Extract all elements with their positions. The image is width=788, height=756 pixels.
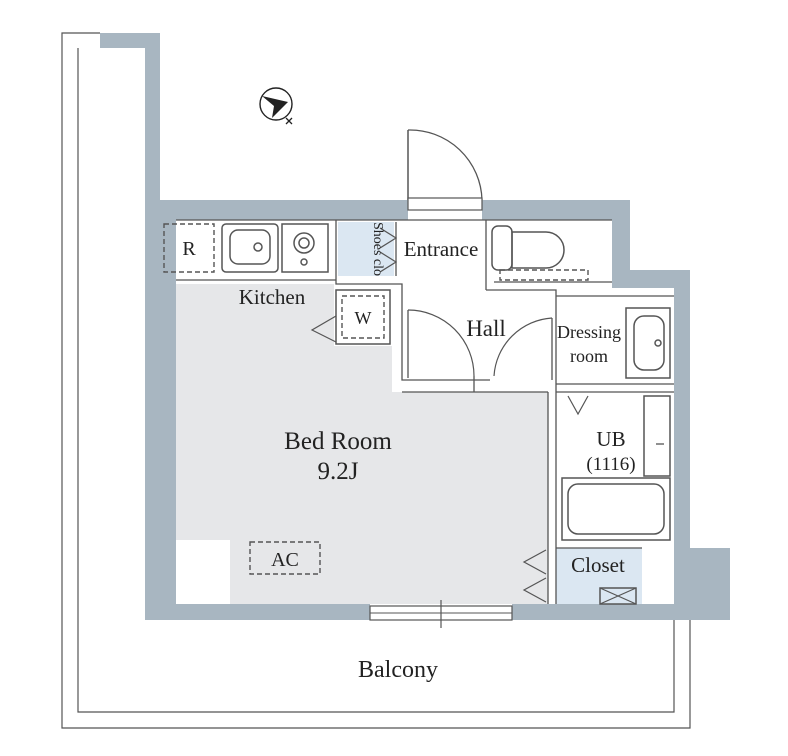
bathtub-icon xyxy=(561,395,671,541)
bedroom-floor xyxy=(176,284,548,604)
partitions xyxy=(176,219,674,604)
balcony-outline xyxy=(61,32,691,729)
shoes-closet-door[interactable] xyxy=(379,227,398,273)
washer-box xyxy=(310,289,391,345)
dressing-room-label-2: room xyxy=(570,346,608,366)
wall-left xyxy=(100,33,230,620)
wall-bottom-right xyxy=(512,604,646,620)
toilet-icon xyxy=(491,225,589,281)
wall-top-right xyxy=(482,200,630,220)
closet-area xyxy=(556,548,642,604)
kitchen-label: Kitchen xyxy=(239,285,306,309)
aircon-box xyxy=(249,541,321,575)
ub-label: UB xyxy=(596,427,625,451)
closet-door[interactable] xyxy=(522,549,547,603)
north-arrow-icon xyxy=(259,87,293,125)
refrigerator-box xyxy=(163,223,215,273)
refrigerator-label: R xyxy=(182,238,196,260)
wall-bottom xyxy=(145,604,370,620)
shoes-closet-label: Shoes clo xyxy=(370,222,385,276)
ub-size-label: (1116) xyxy=(586,454,635,475)
entrance-door[interactable] xyxy=(407,129,483,211)
dressing-room-label-1: Dressing xyxy=(557,322,621,342)
washbasin-icon xyxy=(625,307,671,379)
closet-vent xyxy=(599,587,637,605)
washer-label: W xyxy=(355,308,372,328)
stove-icon xyxy=(281,223,329,273)
wall-top-left xyxy=(160,200,408,220)
balcony-window[interactable] xyxy=(369,600,513,628)
bedroom-size-label: 9.2J xyxy=(318,458,359,485)
hall-door[interactable] xyxy=(407,309,475,392)
balcony-label: Balcony xyxy=(358,657,438,683)
kitchen-sink xyxy=(221,223,279,273)
closet-label: Closet xyxy=(571,553,625,577)
aircon-label: AC xyxy=(271,549,299,571)
entrance-label: Entrance xyxy=(404,237,479,261)
dressing-door[interactable] xyxy=(493,317,553,380)
bedroom-label: Bed Room xyxy=(284,428,392,455)
hall-label: Hall xyxy=(466,316,506,341)
